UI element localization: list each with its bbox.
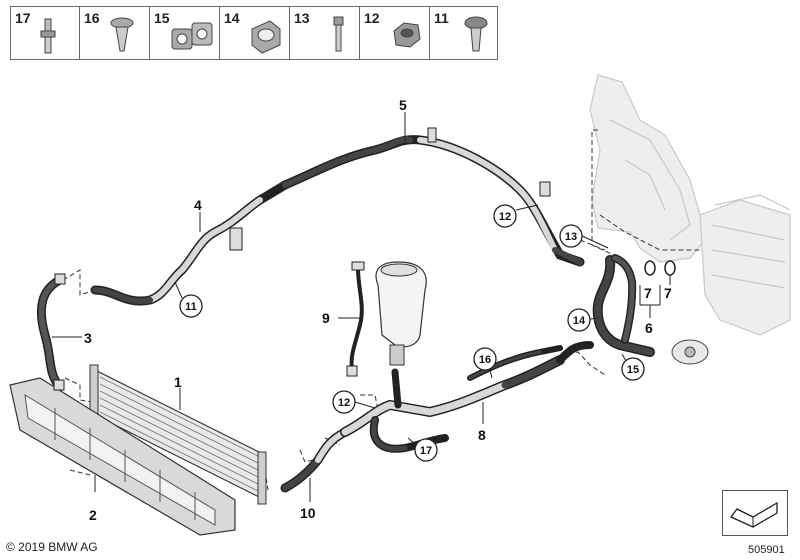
copyright: © 2019 BMW AG — [6, 540, 98, 554]
hardware-cell-11[interactable]: 11 — [430, 7, 497, 59]
hardware-cell-15[interactable]: 15 — [150, 7, 220, 59]
hardware-number: 15 — [154, 10, 170, 26]
callout-3[interactable]: 3 — [84, 330, 92, 346]
svg-text:13: 13 — [565, 231, 577, 243]
callout-2[interactable]: 2 — [89, 507, 97, 523]
hardware-cell-13[interactable]: 13 — [290, 7, 360, 59]
vent-hose-9[interactable] — [346, 261, 365, 377]
hardware-number: 12 — [364, 10, 380, 26]
coolant-pipe-8[interactable] — [340, 341, 594, 453]
leader-lines — [52, 112, 671, 502]
collar-nut-icon — [393, 22, 421, 48]
callout-6[interactable]: 6 — [645, 320, 653, 336]
hardware-number: 11 — [434, 10, 449, 26]
callout-10[interactable]: 10 — [300, 505, 316, 521]
related-diagram-link[interactable] — [722, 490, 788, 536]
svg-text:16: 16 — [479, 354, 491, 366]
svg-text:11: 11 — [185, 301, 197, 313]
callout-5[interactable]: 5 — [399, 97, 407, 113]
engine-housing-ghost — [589, 74, 791, 336]
coolant-pipe-5[interactable] — [280, 127, 585, 267]
coolant-hose-14[interactable] — [592, 254, 655, 357]
hardware-number: 16 — [84, 10, 100, 26]
callout-9[interactable]: 9 — [322, 310, 330, 326]
svg-text:12: 12 — [338, 397, 350, 409]
hardware-cell-16[interactable]: 16 — [80, 7, 150, 59]
arrow-icon — [729, 501, 778, 528]
radiator[interactable] — [89, 364, 267, 505]
coolant-hose-3[interactable] — [36, 273, 66, 391]
callout-15[interactable]: 15 — [621, 357, 645, 381]
expansion-tank[interactable] — [375, 261, 427, 366]
self-tapping-screw-icon — [110, 17, 134, 52]
callout-8[interactable]: 8 — [478, 427, 486, 443]
water-pump[interactable] — [671, 339, 709, 365]
hardware-strip: 17 16 15 14 — [10, 6, 498, 60]
stud-bolt-icon — [40, 18, 56, 54]
callout-11[interactable]: 11 — [179, 294, 203, 318]
callout-17[interactable]: 17 — [414, 438, 438, 462]
flange-screw-icon — [464, 16, 488, 52]
callout-12[interactable]: 12 — [493, 204, 517, 228]
svg-text:14: 14 — [573, 315, 586, 327]
diagram-id: 505901 — [748, 544, 785, 556]
svg-text:17: 17 — [420, 445, 432, 457]
svg-text:15: 15 — [627, 364, 639, 376]
callout-4[interactable]: 4 — [194, 197, 202, 213]
rubber-mount-icon — [251, 20, 281, 54]
coolant-hose-10[interactable] — [280, 427, 350, 493]
callout-16[interactable]: 16 — [473, 347, 497, 371]
hardware-cell-14[interactable]: 14 — [220, 7, 290, 59]
callout-13[interactable]: 13 — [559, 224, 583, 248]
callout-7[interactable]: 7 — [664, 285, 672, 301]
hardware-cell-17[interactable]: 17 — [11, 7, 80, 59]
hardware-number: 14 — [224, 10, 240, 26]
hardware-number: 13 — [294, 10, 310, 26]
callout-7[interactable]: 7 — [644, 285, 652, 301]
hardware-cell-12[interactable]: 12 — [360, 7, 430, 59]
hardware-number: 17 — [15, 10, 31, 26]
bolt-icon — [333, 16, 344, 52]
callout-1[interactable]: 1 — [174, 374, 182, 390]
radiator-frame[interactable] — [9, 377, 236, 536]
seal-rings-7[interactable] — [644, 260, 676, 276]
callout-12[interactable]: 12 — [332, 390, 356, 414]
double-grommet-icon — [171, 22, 213, 50]
callout-14[interactable]: 14 — [567, 308, 591, 332]
svg-text:12: 12 — [499, 211, 511, 223]
coolant-pipe-4[interactable] — [90, 180, 290, 306]
